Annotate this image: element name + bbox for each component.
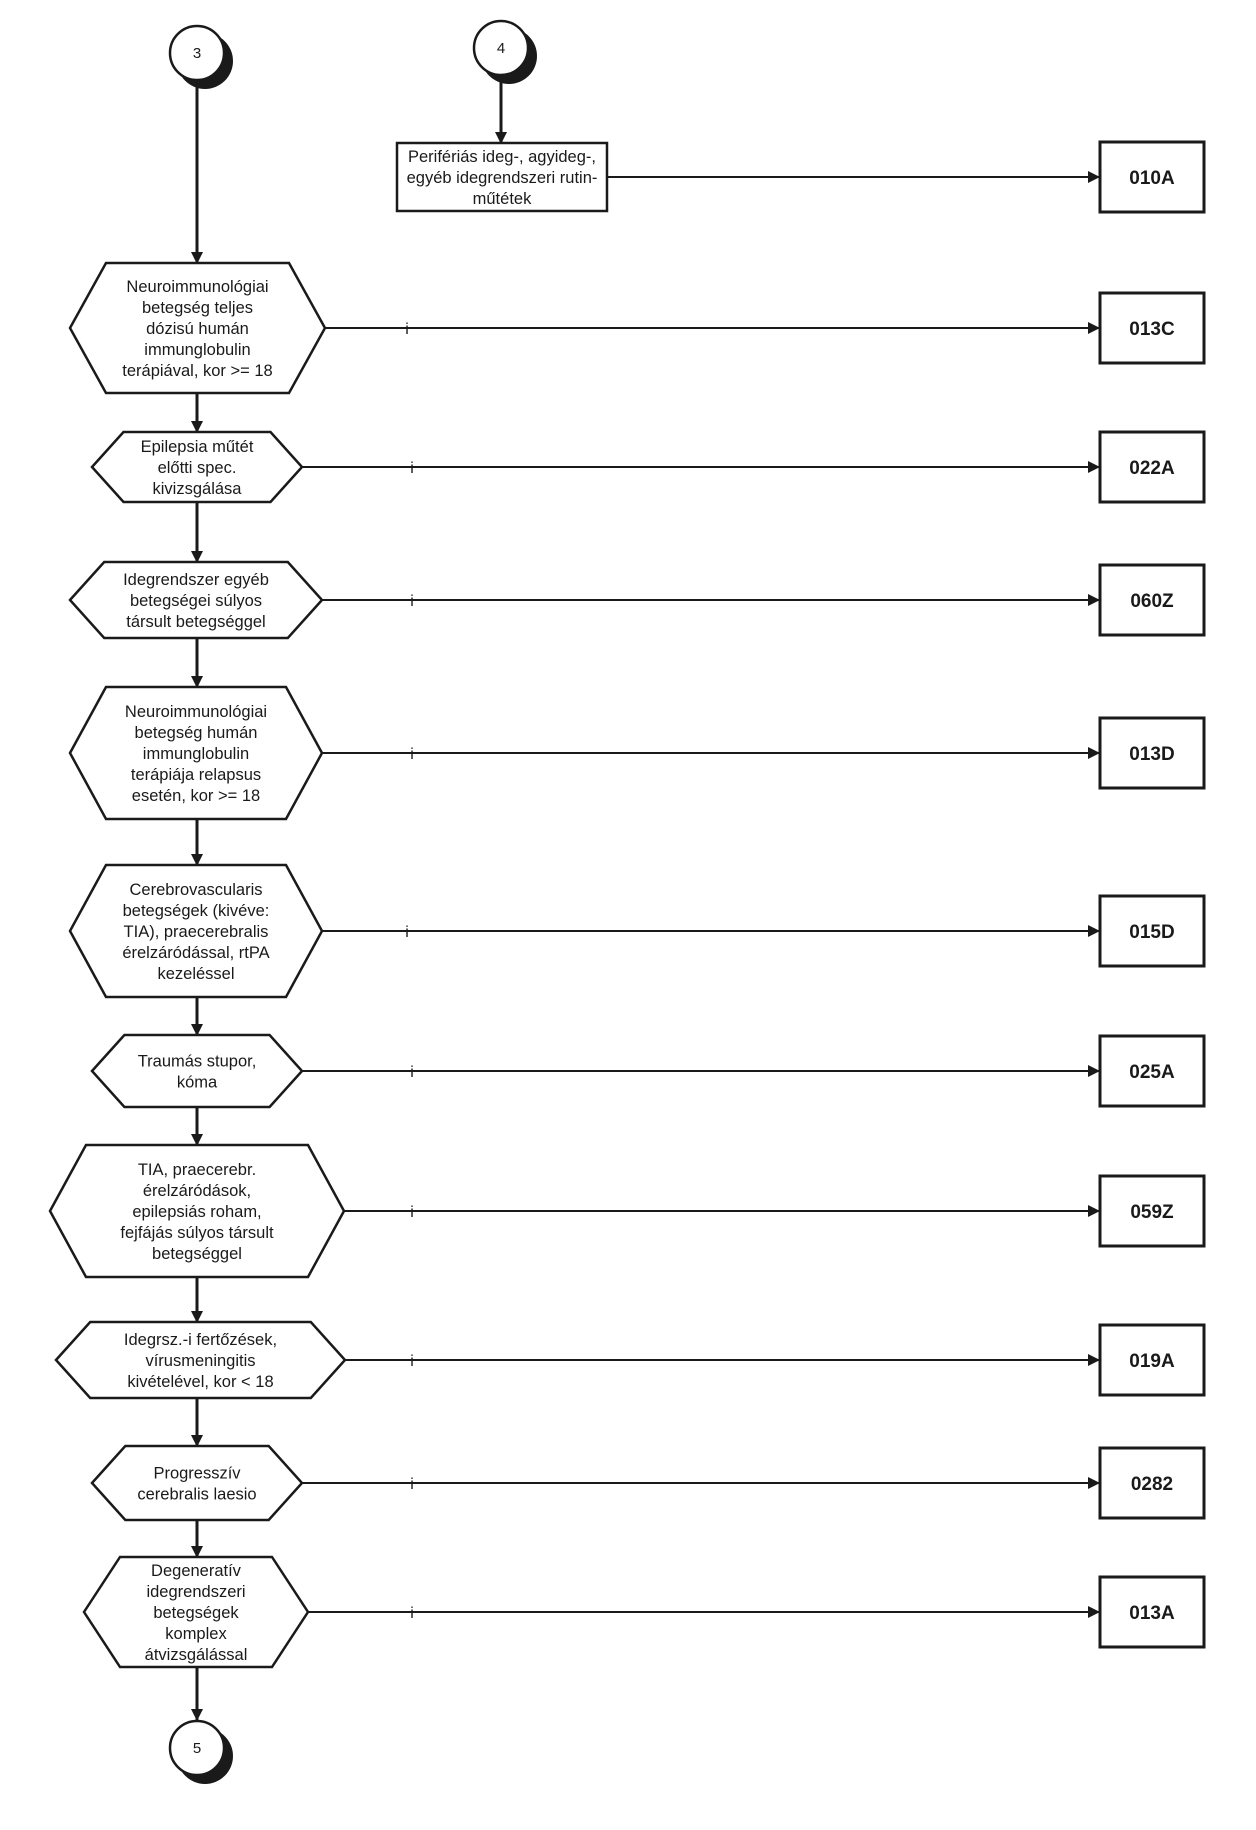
- outcome-box: [1098, 1575, 1206, 1649]
- decision-node: [90, 430, 304, 504]
- decision-node-line: terápiával, kor >= 18: [122, 362, 272, 380]
- decision-node-line: Neuroimmunológiai: [125, 703, 267, 721]
- outcome-code: 013D: [1129, 744, 1174, 765]
- decision-node-line: TIA, praecerebr.: [138, 1161, 256, 1179]
- outcome-box: [1098, 291, 1206, 365]
- decision-node: [68, 261, 327, 395]
- decision-node: [90, 1033, 304, 1109]
- process-box-rutin-mutetek-line: egyéb idegrendszeri rutin-: [407, 169, 598, 187]
- decision-node-line: Cerebrovascularis: [130, 881, 263, 899]
- decision-node-line: betegség humán: [135, 724, 258, 742]
- process-box-rutin-mutetek-line: Perifériás ideg-, agyideg-,: [408, 148, 596, 166]
- branch-label: i: [410, 1064, 414, 1081]
- branch-label: i: [405, 321, 409, 338]
- branch-label: i: [410, 1476, 414, 1493]
- decision-node-line: fejfájás súlyos társult: [120, 1224, 274, 1242]
- decision-node: [68, 863, 324, 999]
- decision-node: [54, 1320, 347, 1400]
- decision-node-line: Traumás stupor,: [138, 1053, 257, 1071]
- decision-node-line: immunglobulin: [143, 745, 249, 763]
- connector-5: [168, 1719, 226, 1777]
- branch-label: i: [405, 924, 409, 941]
- decision-node-line: betegségek: [153, 1604, 239, 1622]
- outcome-code: 013A: [1129, 1603, 1175, 1624]
- decision-node-line: betegségei súlyos: [130, 592, 262, 610]
- outcome-box: [1098, 716, 1206, 790]
- outcome-code: 013C: [1129, 319, 1175, 340]
- outcome-box: [1098, 1174, 1206, 1248]
- decision-node: [68, 685, 324, 821]
- outcome-box: [1098, 1034, 1206, 1108]
- outcome-box: [1098, 140, 1206, 214]
- connector-3: [168, 24, 226, 82]
- outcome-code: 059Z: [1130, 1202, 1174, 1223]
- decision-node-line: idegrendszeri: [146, 1583, 245, 1601]
- decision-node-line: érelzáródással, rtPA: [122, 944, 269, 962]
- connector-3-label: 3: [193, 45, 201, 62]
- outcome-box: [1098, 1323, 1206, 1397]
- branch-label: i: [410, 746, 414, 763]
- decision-node-line: előtti spec.: [158, 459, 237, 477]
- decision-node-line: komplex: [165, 1625, 227, 1643]
- decision-node-line: betegséggel: [152, 1245, 242, 1263]
- connector-5-label: 5: [193, 1740, 201, 1757]
- decision-node-line: TIA), praecerebralis: [124, 923, 269, 941]
- decision-node: [82, 1555, 310, 1669]
- outcome-box: [1098, 430, 1206, 504]
- decision-node-line: Neuroimmunológiai: [126, 278, 268, 296]
- connector-4: [472, 19, 530, 77]
- outcome-code: 0282: [1131, 1474, 1173, 1495]
- decision-node-line: átvizsgálással: [145, 1646, 248, 1664]
- decision-node: [68, 560, 324, 640]
- decision-node-line: betegségek (kivéve:: [123, 902, 270, 920]
- decision-node-line: érelzáródások,: [143, 1182, 251, 1200]
- branch-label: i: [410, 1204, 414, 1221]
- decision-node-line: immunglobulin: [144, 341, 250, 359]
- outcome-code: 022A: [1129, 458, 1175, 479]
- decision-node-line: Progresszív: [153, 1465, 241, 1483]
- decision-node-line: kóma: [177, 1074, 218, 1092]
- decision-node-line: vírusmeningitis: [145, 1352, 255, 1370]
- branch-label: i: [410, 1605, 414, 1622]
- decision-node-line: terápiája relapsus: [131, 766, 261, 784]
- outcome-box: [1098, 894, 1206, 968]
- outcome-code: 025A: [1129, 1062, 1175, 1083]
- decision-node-line: Idegrsz.-i fertőzések,: [124, 1331, 277, 1349]
- decision-node-line: epilepsiás roham,: [132, 1203, 261, 1221]
- decision-node: [48, 1143, 346, 1279]
- decision-node-line: betegség teljes: [142, 299, 253, 317]
- process-box-rutin-mutetek: [395, 141, 609, 213]
- branch-label: i: [410, 1353, 414, 1370]
- decision-node-line: Epilepsia műtét: [141, 438, 254, 456]
- outcome-code: 019A: [1129, 1351, 1175, 1372]
- outcome-code: 010A: [1129, 168, 1175, 189]
- decision-node-line: kivizsgálása: [153, 480, 243, 498]
- decision-node-line: cerebralis laesio: [137, 1486, 256, 1504]
- decision-node-line: Idegrendszer egyéb: [123, 571, 269, 589]
- decision-node-line: Degeneratív: [151, 1562, 242, 1580]
- outcome-code: 060Z: [1130, 591, 1174, 612]
- branch-label: i: [410, 460, 414, 477]
- connector-4-label: 4: [497, 40, 505, 57]
- decision-node-line: kivételével, kor < 18: [127, 1373, 273, 1391]
- decision-node-line: kezeléssel: [157, 965, 234, 983]
- outcome-box: [1098, 563, 1206, 637]
- process-box-rutin-mutetek-line: műtétek: [473, 190, 532, 208]
- outcome-box: [1098, 1446, 1206, 1520]
- decision-node-line: dózisú humán: [146, 320, 249, 338]
- branch-label: i: [410, 593, 414, 610]
- decision-node-line: társult betegséggel: [126, 613, 265, 631]
- decision-node: [90, 1444, 304, 1522]
- outcome-code: 015D: [1129, 922, 1174, 943]
- decision-node-line: esetén, kor >= 18: [132, 787, 260, 805]
